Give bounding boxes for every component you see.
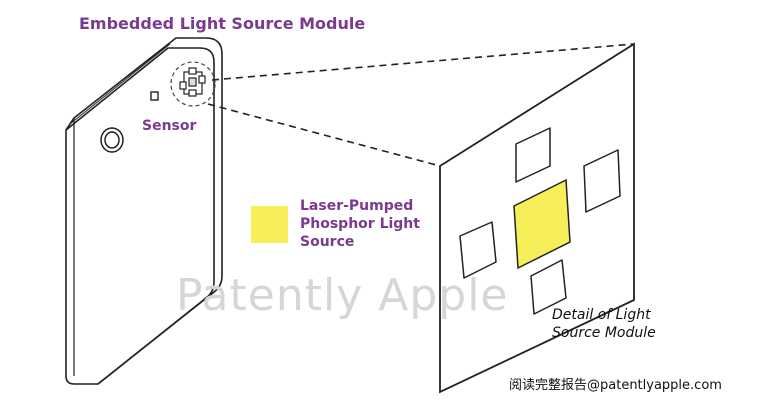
light-source-squares — [459, 127, 621, 315]
source-credit: 阅读完整报告@patentlyapple.com — [509, 378, 722, 393]
camera-lens — [100, 127, 124, 153]
laser-label-line-3: Source — [300, 234, 355, 250]
square-left — [459, 221, 497, 279]
square-right — [583, 149, 621, 213]
square-bottom — [530, 259, 567, 315]
mini-module — [179, 67, 206, 97]
sensor-label: Sensor — [142, 118, 197, 134]
laser-phosphor-label: Laser-Pumped Phosphor Light Source — [300, 197, 420, 251]
detail-caption-line-2: Source Module — [552, 325, 656, 341]
laser-label-line-1: Laser-Pumped — [300, 198, 414, 214]
module-highlight — [170, 61, 216, 107]
detail-caption: Detail of Light Source Module — [552, 306, 656, 342]
projection-lines — [207, 43, 635, 167]
watermark: Patently Apple — [176, 270, 509, 321]
square-top — [515, 127, 551, 183]
sensor-element — [150, 91, 159, 101]
detail-caption-line-1: Detail of Light — [552, 307, 651, 323]
phosphor-center-square — [513, 178, 571, 270]
embedded-module-label: Embedded Light Source Module — [79, 14, 366, 33]
phosphor-legend-swatch — [251, 206, 288, 243]
laser-label-line-2: Phosphor Light — [300, 216, 420, 232]
